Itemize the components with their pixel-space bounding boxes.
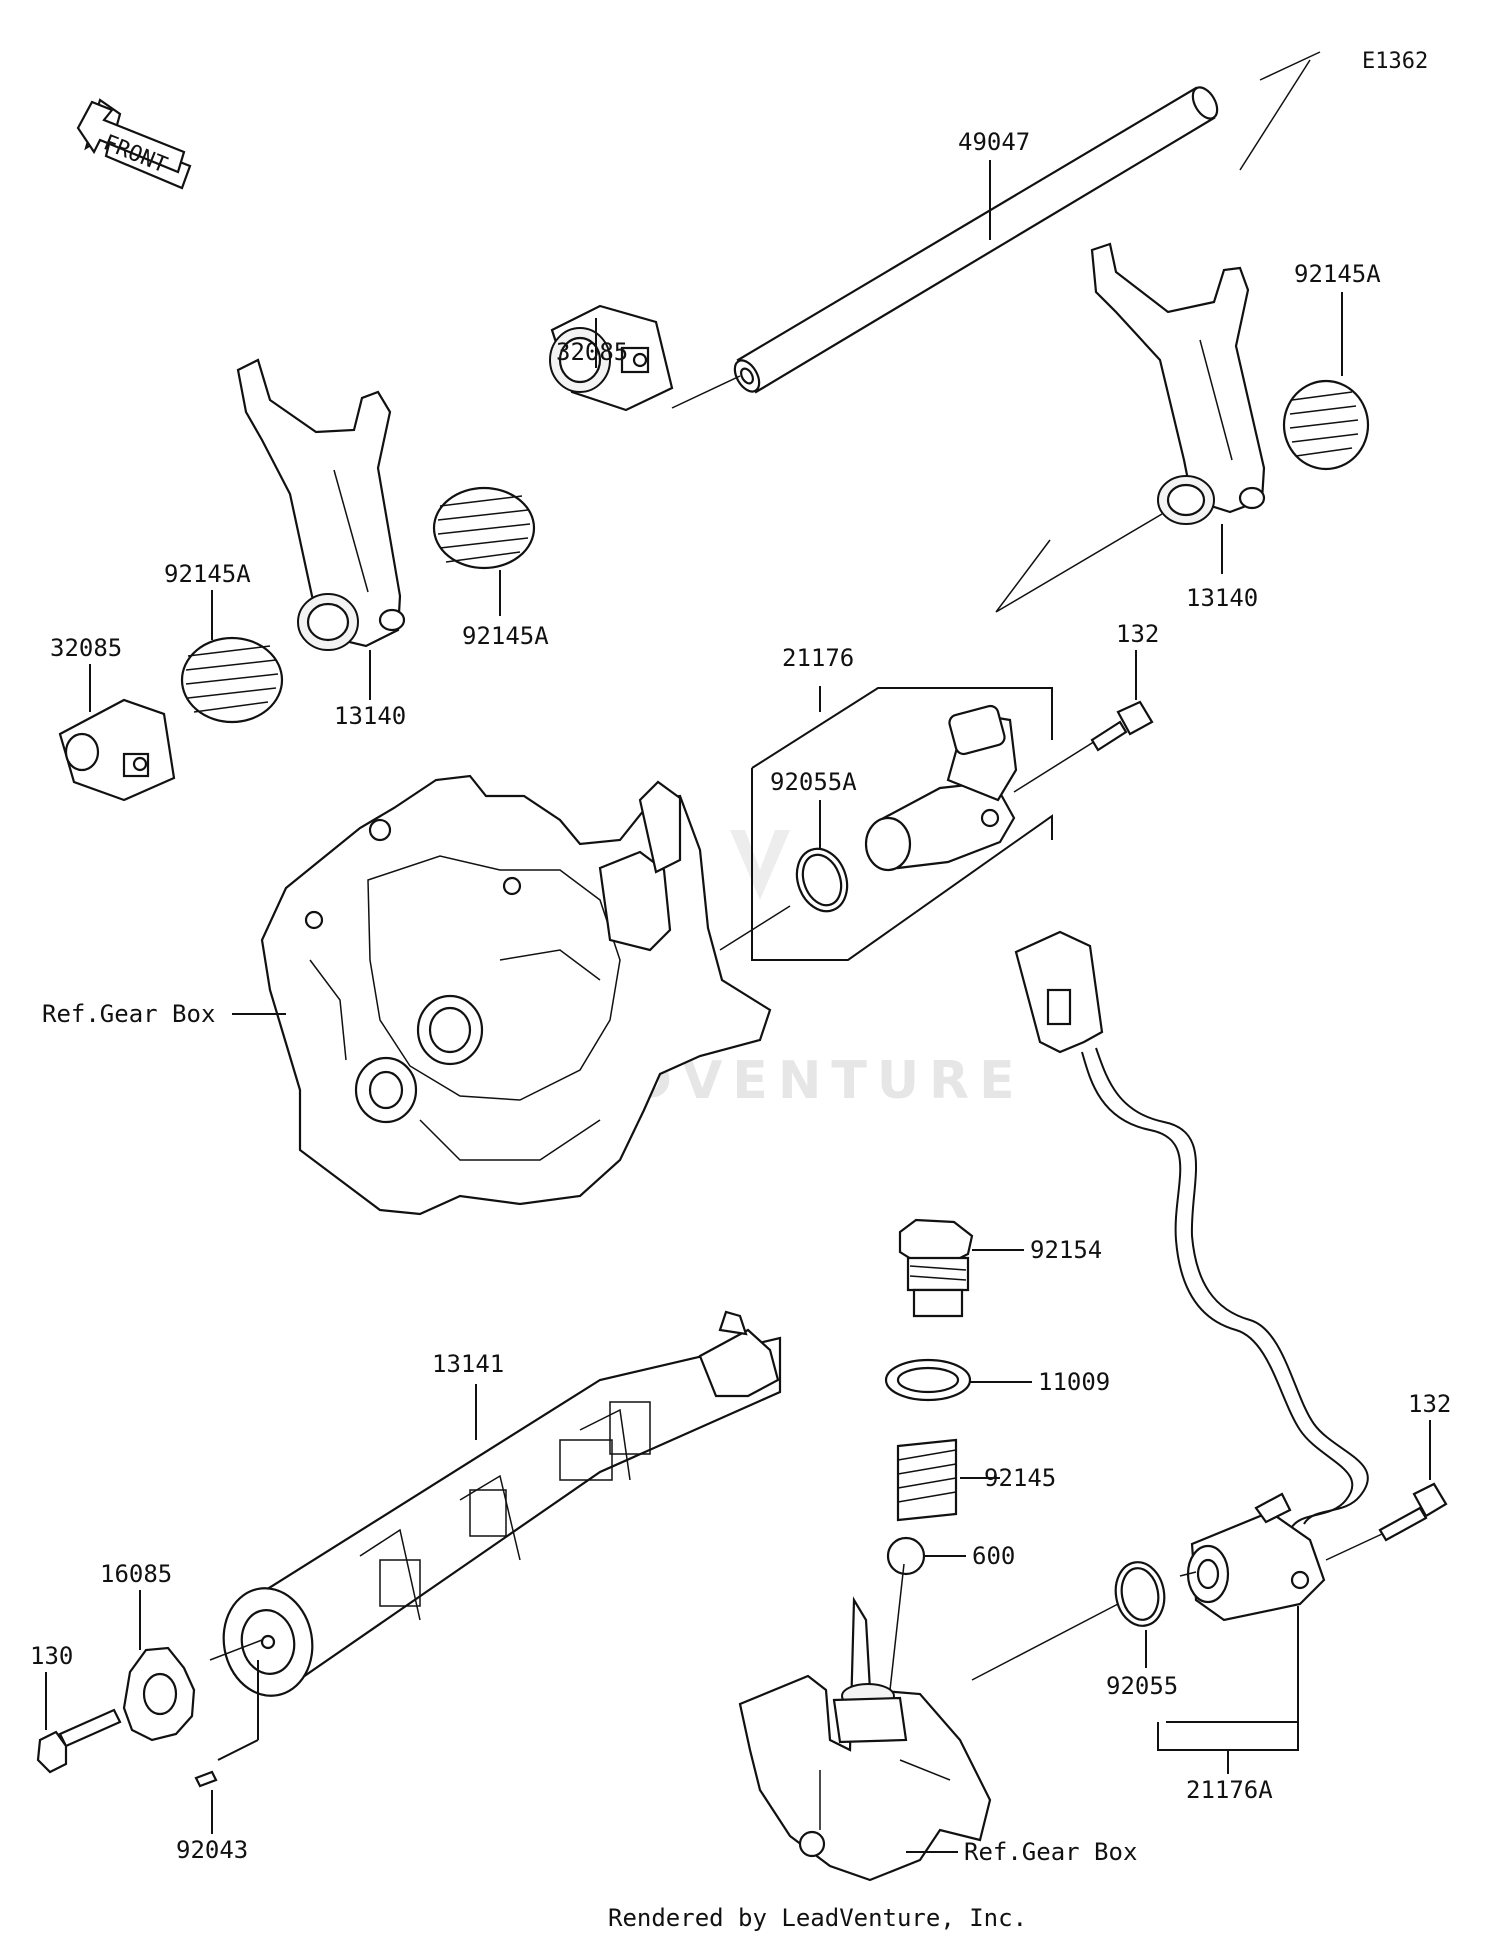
sensor-harness — [1014, 930, 1369, 1531]
bracket-21176 — [751, 686, 1053, 961]
shift-drum-13141 — [222, 1310, 782, 1697]
front-arrow-icon: FRONT — [76, 98, 192, 190]
spring-92145 — [896, 1438, 958, 1522]
label-16085: 16085 — [100, 1560, 172, 1588]
label-92145A-middle: 92145A — [462, 622, 549, 650]
label-11009: 11009 — [1038, 1368, 1110, 1396]
label-32085-upper: 32085 — [556, 338, 628, 366]
label-92055A: 92055A — [770, 768, 857, 796]
label-92055: 92055 — [1106, 1672, 1178, 1700]
label-92145: 92145 — [984, 1464, 1056, 1492]
pin-92043 — [194, 1770, 218, 1788]
spring-92145A-left — [180, 636, 284, 724]
switch-21176A — [1179, 1492, 1326, 1622]
label-49047: 49047 — [958, 128, 1030, 156]
oring-92055 — [1114, 1561, 1166, 1627]
gear-16085 — [122, 1646, 196, 1742]
bolt-130 — [36, 1708, 122, 1774]
label-13140-left: 13140 — [334, 702, 406, 730]
plug-92154 — [898, 1218, 974, 1318]
label-32085-left: 32085 — [50, 634, 122, 662]
label-13140-right: 13140 — [1186, 584, 1258, 612]
bolt-132-upper — [1090, 700, 1154, 752]
label-600: 600 — [972, 1542, 1015, 1570]
bolt-132-right — [1378, 1482, 1448, 1542]
label-132-upper: 132 — [1116, 620, 1159, 648]
label-ref-gearbox-upper: Ref.Gear Box — [42, 1000, 215, 1028]
label-21176A: 21176A — [1186, 1776, 1273, 1804]
label-ref-gearbox-lower: Ref.Gear Box — [964, 1838, 1137, 1866]
label-130: 130 — [30, 1642, 73, 1670]
shift-fork-13140-right — [1090, 242, 1266, 525]
spring-92145A-middle — [432, 486, 536, 570]
spring-92145A-upper-right — [1282, 379, 1370, 471]
label-92145A-left: 92145A — [164, 560, 251, 588]
label-132-right: 132 — [1408, 1390, 1451, 1418]
shift-fork-13140-left — [236, 358, 406, 651]
oring-92055A — [795, 847, 849, 913]
bracket-21176A — [1157, 1606, 1299, 1751]
holder-32085-left — [58, 698, 176, 802]
gearbox-housing-lower — [738, 1596, 992, 1882]
leader-pin-pointer-2 — [217, 1739, 259, 1761]
washer-11009 — [884, 1358, 972, 1402]
ball-600 — [886, 1536, 926, 1576]
footer-credit: Rendered by LeadVenture, Inc. — [608, 1904, 1027, 1932]
shaft-49047 — [733, 51, 1321, 394]
label-13141: 13141 — [432, 1350, 504, 1378]
label-21176: 21176 — [782, 644, 854, 672]
label-92145A-upper-right: 92145A — [1294, 260, 1381, 288]
gearbox-housing-upper — [260, 774, 772, 1216]
sensor-21176 — [864, 704, 1018, 872]
diagram-id: E1362 — [1362, 49, 1428, 74]
label-92043: 92043 — [176, 1836, 248, 1864]
label-92154: 92154 — [1030, 1236, 1102, 1264]
